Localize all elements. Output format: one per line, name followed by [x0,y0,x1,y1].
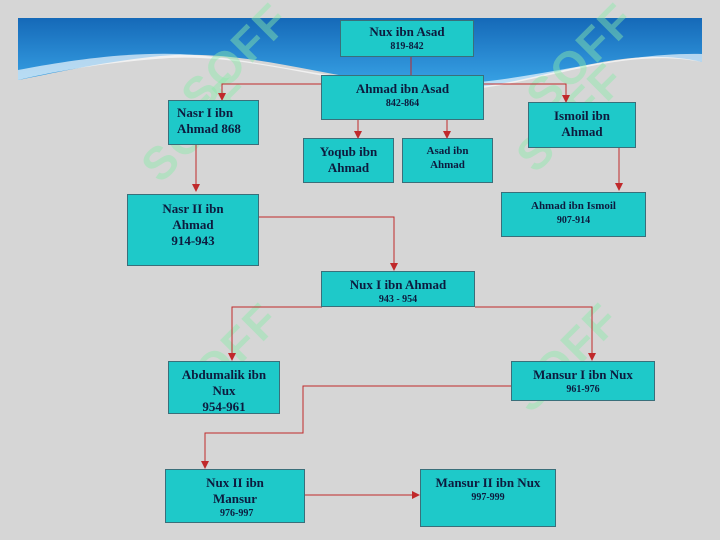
connector [201,385,511,469]
box-nux-ibn-asad: Nux ibn Asad 819-842 [340,20,474,57]
ruler-name: Nasr I ibn Ahmad 868 [177,105,241,136]
box-nux-i: Nux I ibn Ahmad 943 - 954 [321,271,475,307]
ruler-dates: 976-997 [220,508,254,519]
box-abdumalik: Abdumalik ibn Nux 954-961 [168,361,280,414]
ruler-name: Asad ibn Ahmad [426,145,469,171]
ruler-name: Ismoil ibn Ahmad [554,108,610,139]
ruler-name: Abdumalik ibn Nux 954-961 [181,367,267,414]
ruler-name: Nux I ibn Ahmad [349,277,447,292]
box-yoqub: Yoqub ibn Ahmad [303,138,394,183]
box-nasr-i: Nasr I ibn Ahmad 868 [168,100,259,145]
ruler-dates: 907-914 [556,215,591,226]
connector [218,83,322,101]
box-nux-ii: Nux II ibn Mansur 976-997 [165,469,305,523]
box-ismoil: Ismoil ibn Ahmad [528,102,636,148]
ruler-name: Yoqub ibn Ahmad [319,144,378,175]
connector [484,83,570,103]
ruler-name: Ahmad ibn Ismoil [531,200,616,212]
connector [475,306,596,361]
ruler-name: Ahmad ibn Asad [355,81,450,96]
ruler-name: Nux ibn Asad [369,24,445,39]
connector [228,306,322,361]
ruler-name: Mansur II ibn Nux [435,475,541,490]
ruler-name: Nasr II ibn Ahmad 914-943 [162,201,224,248]
ruler-dates: 819-842 [390,41,424,52]
ruler-dates: 842-864 [385,98,420,109]
ruler-dates: 943 - 954 [378,294,418,305]
box-ahmad-ibn-ismoil: Ahmad ibn Ismoil 907-914 [501,192,646,237]
ruler-name: Nux II ibn Mansur [206,475,264,506]
box-mansur-i: Mansur I ibn Nux 961-976 [511,361,655,401]
box-ahmad-ibn-asad: Ahmad ibn Asad 842-864 [321,75,484,120]
box-asad: Asad ibn Ahmad [402,138,493,183]
box-nasr-ii: Nasr II ibn Ahmad 914-943 [127,194,259,266]
ruler-name: Mansur I ibn Nux [533,367,633,382]
ruler-dates: 997-999 [471,492,505,503]
connector [259,216,398,271]
ruler-dates: 961-976 [566,384,600,395]
box-mansur-ii: Mansur II ibn Nux 997-999 [420,469,556,527]
